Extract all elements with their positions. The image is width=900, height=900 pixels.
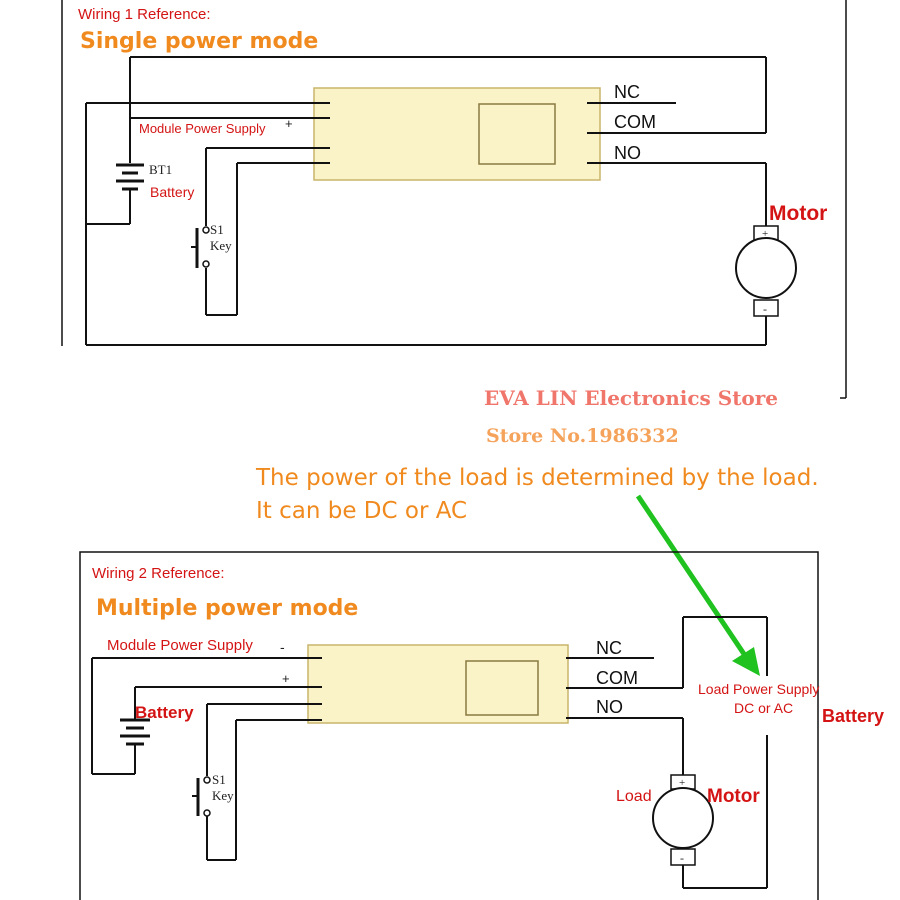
switch-2-label: Key (212, 788, 234, 803)
w1-module-supply-label: Module Power Supply (139, 121, 266, 136)
w2-module-supply-label: Module Power Supply (107, 637, 253, 654)
store-name: EVA LIN Electronics Store (484, 386, 778, 410)
motor-1-minus: - (763, 302, 767, 316)
wiring-1-title: Wiring 1 Reference: (78, 6, 211, 23)
w1-nc-label: NC (614, 82, 640, 102)
motor-2-label: Motor (707, 786, 760, 807)
w2-com-label: COM (596, 668, 638, 688)
motor-1-label: Motor (769, 202, 827, 225)
battery-1-label: Battery (150, 184, 194, 200)
load-supply-label-1: Load Power Supply (698, 681, 819, 697)
wiring-2-mode: Multiple power mode (96, 596, 358, 621)
w1-no-label: NO (614, 143, 641, 163)
motor-1-symbol (735, 225, 797, 317)
motor-2-symbol (652, 774, 714, 866)
wiring-2-section: Wiring 2 Reference: Multiple power mode … (79, 551, 884, 900)
note-line-2: It can be DC or AC (256, 498, 467, 524)
load-label: Load (616, 788, 652, 805)
switch-2-id: S1 (212, 772, 226, 787)
battery-1-id: BT1 (149, 162, 172, 177)
battery-1-symbol (116, 163, 144, 191)
motor-2-plus: + (679, 777, 685, 789)
w2-nc-label: NC (596, 638, 622, 658)
w2-plus-sign: + (282, 671, 290, 686)
w2-minus-sign: - (280, 639, 285, 655)
w2-no-label: NO (596, 697, 623, 717)
green-arrow (635, 494, 760, 676)
relay-1 (478, 103, 556, 165)
wiring-2-title: Wiring 2 Reference: (92, 565, 225, 582)
switch-1-label: Key (210, 238, 232, 253)
w1-com-label: COM (614, 112, 656, 132)
w1-plus-sign: + (285, 116, 293, 131)
relay-module-1 (313, 87, 601, 181)
battery-2-label: Battery (135, 703, 194, 722)
wiring-1-section: Wiring 1 Reference: Single power mode BT… (61, 0, 847, 399)
wiring-2-frame (79, 551, 819, 900)
switch-1-id: S1 (210, 222, 224, 237)
store-number: Store No.1986332 (486, 425, 679, 447)
battery-2-symbol (120, 718, 150, 746)
motor-2-minus: - (680, 851, 684, 865)
relay-module-2 (307, 644, 569, 724)
switch-2-symbol (192, 776, 211, 817)
relay-2 (465, 660, 539, 716)
switch-1-symbol (191, 226, 210, 268)
wiring-1-mode: Single power mode (80, 29, 318, 54)
load-supply-label-2: DC or AC (734, 700, 793, 716)
note-line-1: The power of the load is determined by t… (255, 465, 819, 491)
battery-right-label: Battery (822, 706, 884, 726)
motor-1-plus: + (762, 228, 768, 240)
